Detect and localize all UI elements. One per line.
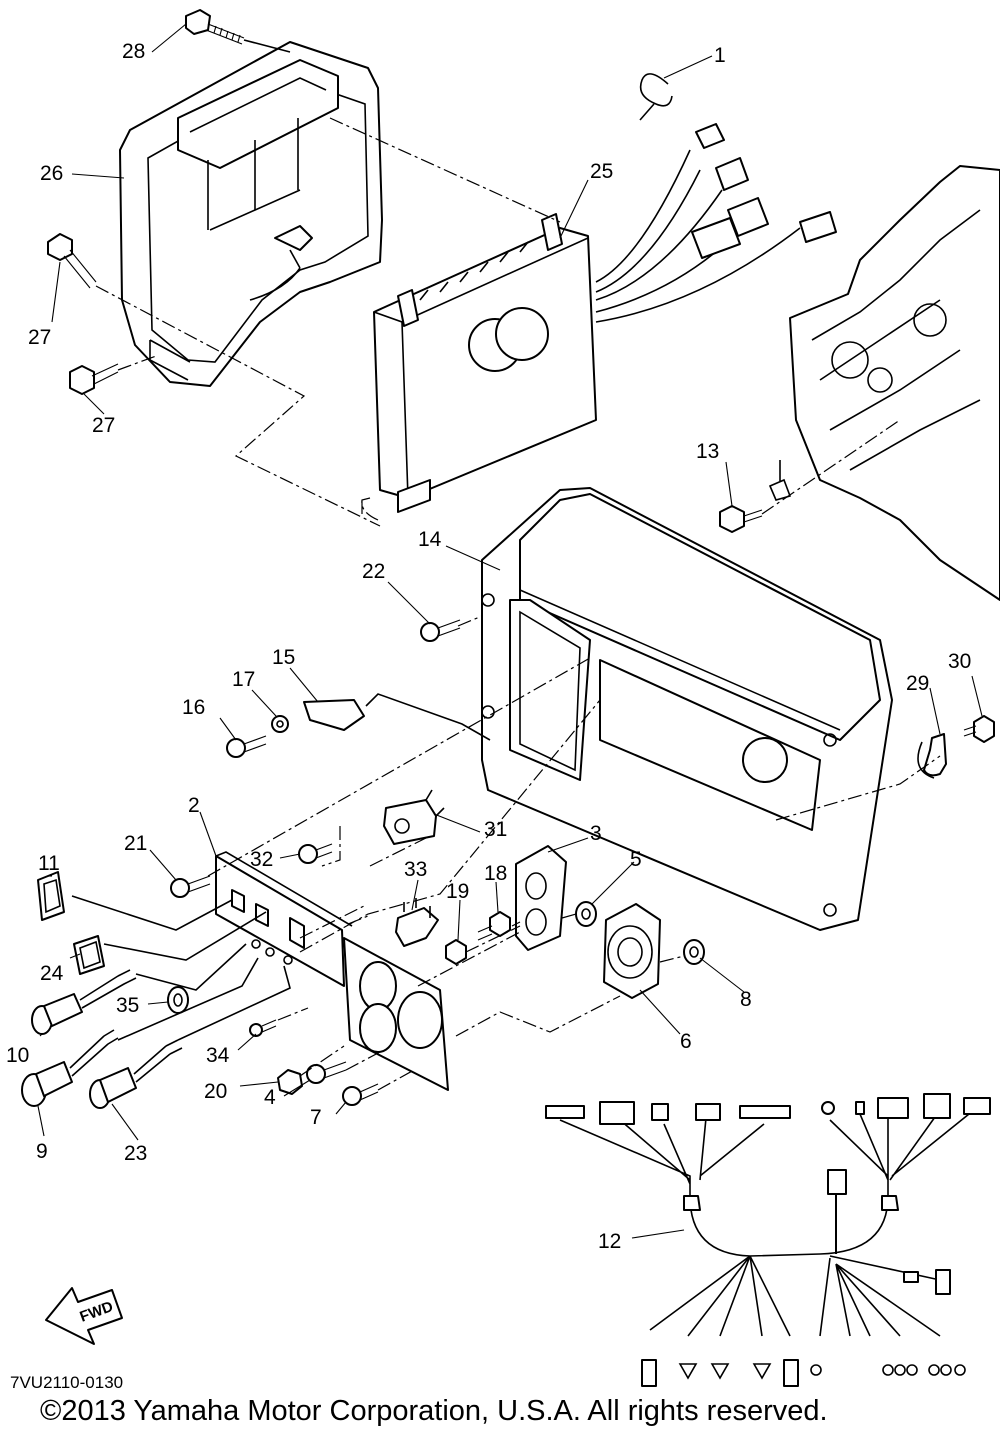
part-grommet-8 bbox=[683, 939, 705, 965]
part-nut-19 bbox=[445, 939, 467, 965]
part-nut-20 bbox=[277, 1069, 303, 1095]
callout-10: 10 bbox=[6, 1044, 29, 1067]
part-screw-18 bbox=[477, 911, 511, 941]
part-component-33 bbox=[395, 898, 439, 947]
callout-5: 5 bbox=[630, 848, 642, 871]
part-bolt-30 bbox=[963, 715, 995, 743]
callout-18: 18 bbox=[484, 862, 507, 885]
part-connector-9 bbox=[21, 1029, 119, 1107]
part-connector-10 bbox=[31, 969, 137, 1035]
part-pad-15 bbox=[303, 699, 365, 731]
callout-21: 21 bbox=[124, 832, 147, 855]
callout-25: 25 bbox=[590, 160, 613, 183]
part-front-panel bbox=[215, 851, 449, 1091]
part-grommet-5 bbox=[575, 901, 597, 927]
callout-7: 7 bbox=[310, 1106, 322, 1129]
callout-26: 26 bbox=[40, 162, 63, 185]
callout-19: 19 bbox=[446, 880, 469, 903]
part-screw-4 bbox=[306, 1061, 347, 1084]
callout-12: 12 bbox=[598, 1230, 621, 1253]
callout-13: 13 bbox=[696, 440, 719, 463]
part-wire-harness bbox=[545, 1093, 991, 1387]
callout-3: 3 bbox=[590, 822, 602, 845]
part-bolt-28 bbox=[185, 9, 245, 45]
callout-24: 24 bbox=[40, 962, 64, 985]
callout-8: 8 bbox=[740, 988, 752, 1011]
part-clip bbox=[639, 73, 673, 121]
part-screw-7 bbox=[342, 1083, 379, 1106]
part-panel-frame bbox=[481, 487, 893, 931]
part-washer-17 bbox=[271, 715, 289, 733]
part-bolt-27b bbox=[69, 363, 119, 395]
callout-27a: 27 bbox=[28, 326, 51, 349]
part-bolt-27a bbox=[47, 233, 97, 289]
callout-34: 34 bbox=[206, 1044, 230, 1067]
diagram-code: 7VU2110-0130 bbox=[10, 1373, 123, 1392]
callout-27b: 27 bbox=[92, 414, 115, 437]
part-grommet-35 bbox=[167, 986, 189, 1014]
callout-22: 22 bbox=[362, 560, 385, 583]
callout-20: 20 bbox=[204, 1080, 227, 1103]
callout-labels: 28 1 26 25 27 27 13 14 22 15 17 16 30 29… bbox=[6, 40, 971, 1253]
part-screw-32 bbox=[298, 843, 333, 864]
callout-14: 14 bbox=[418, 528, 442, 551]
part-cover bbox=[119, 41, 383, 387]
callout-4: 4 bbox=[264, 1086, 276, 1109]
part-screw-22 bbox=[420, 619, 461, 642]
copyright-notice: ©2013 Yamaha Motor Corporation, U.S.A. A… bbox=[40, 1395, 828, 1427]
callout-9: 9 bbox=[36, 1140, 48, 1163]
part-receptacle-3 bbox=[515, 845, 567, 951]
callout-6: 6 bbox=[680, 1030, 692, 1053]
fwd-arrow: FWD bbox=[45, 1287, 123, 1345]
part-crankcase bbox=[789, 165, 1000, 601]
part-connector-23 bbox=[89, 1039, 183, 1109]
callout-32: 32 bbox=[250, 848, 273, 871]
callout-29: 29 bbox=[906, 672, 929, 695]
callout-28: 28 bbox=[122, 40, 145, 63]
part-control-unit bbox=[373, 123, 837, 513]
callout-2: 2 bbox=[188, 794, 200, 817]
callout-30: 30 bbox=[948, 650, 971, 673]
part-component-31 bbox=[383, 789, 445, 845]
part-screw-21 bbox=[170, 875, 211, 898]
part-receptacle-6 bbox=[603, 903, 661, 999]
part-screw-16 bbox=[226, 735, 267, 758]
leader-lines bbox=[37, 23, 983, 1239]
callout-33: 33 bbox=[404, 858, 427, 881]
part-switch-24 bbox=[73, 935, 105, 975]
callout-23: 23 bbox=[124, 1142, 147, 1165]
callout-11: 11 bbox=[38, 852, 60, 875]
part-bracket-29 bbox=[917, 733, 947, 779]
callout-31: 31 bbox=[484, 818, 507, 841]
callout-16: 16 bbox=[182, 696, 205, 719]
callout-1: 1 bbox=[714, 44, 726, 67]
part-screw-34 bbox=[249, 1019, 277, 1037]
callout-17: 17 bbox=[232, 668, 255, 691]
part-switch-11 bbox=[37, 871, 65, 921]
callout-35: 35 bbox=[116, 994, 139, 1017]
callout-15: 15 bbox=[272, 646, 295, 669]
